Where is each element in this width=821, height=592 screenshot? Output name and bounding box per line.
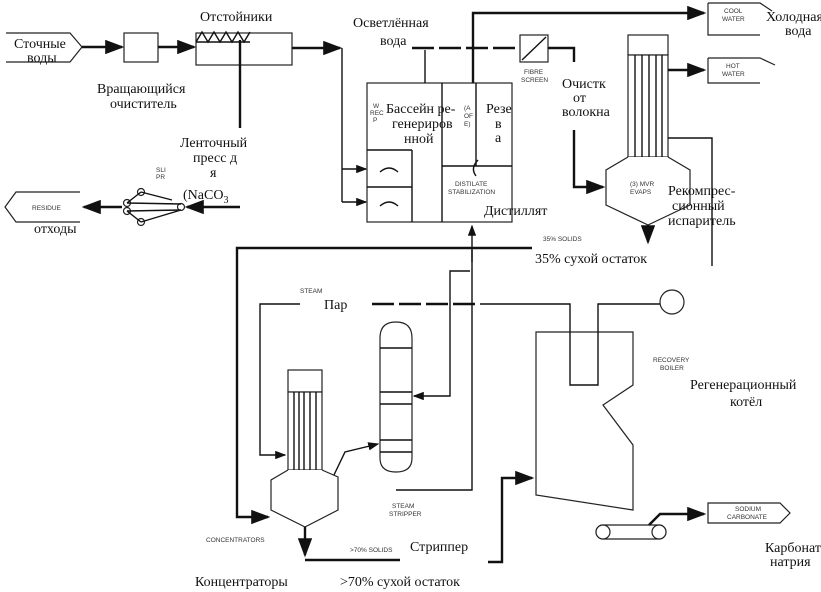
- stripper-return-line: [396, 250, 473, 491]
- label-evaporator: испаритель: [668, 214, 736, 229]
- rotary-cleaner: [123, 32, 159, 63]
- label-recovery-pool: генериров: [392, 117, 453, 132]
- cool-water-tag: [707, 2, 773, 36]
- settler-zigzag: [195, 30, 251, 44]
- mvr-evaporator: [605, 34, 691, 226]
- label-pool-en: (A: [464, 105, 471, 112]
- label-evaporator-en: (3) MVR: [630, 181, 655, 188]
- steam-line: [259, 303, 300, 460]
- label-fibre-screen-en: FIBRE: [524, 69, 544, 76]
- label-recovery-boiler-en: RECOVERY: [653, 357, 690, 364]
- hot-water-tag: [707, 57, 776, 84]
- label-sodium-carbonate-en: SODIUM: [735, 506, 761, 513]
- settler-tank: [195, 32, 293, 66]
- label-sodium-carbonate-en: CARBONATE: [727, 514, 768, 521]
- cool-water-line: [471, 5, 707, 83]
- label-residue: отходы: [34, 222, 77, 237]
- label-residue-en: RESIDUE: [32, 205, 62, 212]
- label-stripper-en: STEAM: [392, 503, 414, 510]
- steam-drum: [659, 289, 685, 315]
- label-steam: Пар: [324, 298, 347, 313]
- steam-stripper: [379, 321, 413, 473]
- belt-press: [122, 187, 186, 227]
- label-concentrators-en: CONCENTRATORS: [206, 537, 265, 544]
- label-solids70-en: >70% SOLIDS: [350, 547, 393, 554]
- label-pool-en: W: [373, 103, 380, 110]
- label-distillate-en: DISTILATE: [455, 181, 488, 188]
- label-steam-en: STEAM: [300, 288, 322, 295]
- label-reserve: Резе: [486, 102, 512, 117]
- label-distillate-en: STABILIZATION: [448, 189, 495, 196]
- label-cool-water: вода: [785, 24, 812, 39]
- label-cool-water: Холодная: [766, 10, 821, 25]
- label-reserve: а: [495, 131, 502, 146]
- label-concentrators: Концентраторы: [195, 575, 288, 590]
- label-fibre-screen-en: SCREEN: [521, 77, 548, 84]
- label-naco3: (NaCO3: [183, 188, 228, 206]
- label-stripper-en: STRIPPER: [389, 511, 422, 518]
- label-recovery-pool: нной: [404, 132, 434, 147]
- label-rotary-cleaner: Вращающийся: [97, 82, 186, 97]
- label-belt-press: Ленточный: [180, 136, 248, 151]
- label-settlers: Отстойники: [200, 10, 273, 25]
- label-slip-press-en: PR: [156, 174, 165, 181]
- label-pool-en: OF: [464, 113, 473, 120]
- label-recovery-boiler-en: BOILER: [660, 365, 684, 372]
- label-pool-en: E): [464, 121, 471, 128]
- label-belt-press: я: [210, 166, 217, 181]
- label-recovery-boiler: котёл: [730, 395, 762, 410]
- label-recovery-pool: Бассейн ре-: [386, 102, 456, 117]
- label-solids70: >70% сухой остаток: [340, 575, 460, 590]
- label-sodium-carbonate: натрия: [770, 555, 811, 570]
- label-reserve: в: [495, 117, 502, 132]
- label-rotary-cleaner: очиститель: [110, 97, 177, 112]
- label-sewage: Сточные: [14, 37, 66, 52]
- label-slip-press-en: SLI: [156, 167, 166, 174]
- label-sodium-carbonate: Карбонат: [765, 541, 821, 556]
- label-solids35-en: 35% SOLIDS: [543, 236, 582, 243]
- residue-output-tag: [4, 191, 80, 223]
- label-pool-en: P: [373, 117, 377, 124]
- label-cool-water-en: COOL: [724, 8, 743, 15]
- label-recovery-boiler: Регенерационный: [690, 378, 797, 393]
- label-clarified-water: Осветлённая: [353, 16, 429, 31]
- label-pool-en: REC: [370, 110, 384, 117]
- label-evaporator: сионный: [672, 199, 725, 214]
- label-fibre-screen: от: [573, 91, 586, 106]
- recovery-pool: [366, 82, 513, 223]
- label-fibre-screen: волокна: [562, 105, 611, 120]
- label-hot-water-en: WATER: [722, 71, 745, 78]
- label-evaporator-en: EVAPS: [630, 189, 652, 196]
- label-evaporator: Рекомпрес-: [668, 184, 736, 199]
- label-distillate: Дистиллят: [484, 204, 547, 219]
- label-sewage: воды: [27, 51, 57, 66]
- sodium-carbonate-tag: [707, 502, 791, 524]
- conveyor: [595, 524, 667, 540]
- label-cool-water-en: WATER: [722, 16, 745, 23]
- label-hot-water-en: HOT: [726, 63, 740, 70]
- recovery-boiler: [535, 331, 634, 511]
- label-solids35: 35% сухой остаток: [535, 252, 647, 267]
- label-belt-press: пресс д: [193, 151, 237, 166]
- label-fibre-screen: Очистк: [562, 77, 606, 92]
- label-clarified-water: вода: [380, 34, 407, 49]
- concentrator: [270, 369, 339, 528]
- label-stripper: Стриппер: [410, 540, 468, 555]
- solids35-line: [235, 246, 532, 525]
